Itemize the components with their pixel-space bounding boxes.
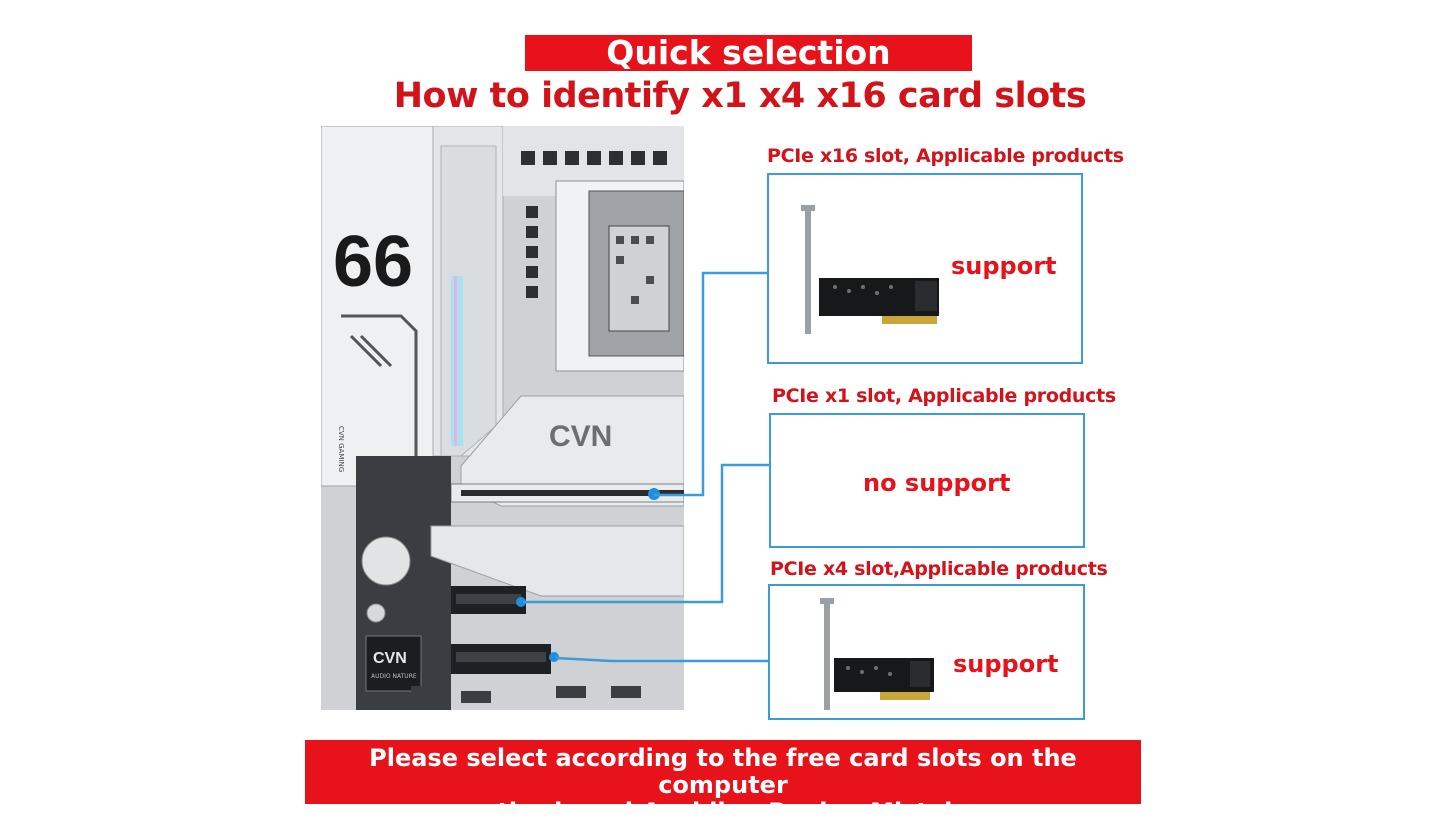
footer-line-2: motherboard,Avoiding Buying Mistakes [455, 798, 991, 826]
nvme-adapter-card-image [820, 598, 934, 710]
slot-x1-status: no support [863, 469, 1011, 497]
slot-x16-status: support [951, 252, 1057, 280]
slot-x16-panel: support [767, 173, 1083, 364]
board-number-mark: 66 [333, 222, 413, 302]
quick-selection-banner: Quick selection [525, 35, 972, 71]
slot-x1-panel: no support [769, 413, 1085, 548]
slot-x1-label: PCIe x1 slot, Applicable products [772, 385, 1116, 407]
heatsink-text: CVN GAMING [337, 426, 345, 472]
slot-x16-label: PCIe x16 slot, Applicable products [767, 145, 1124, 167]
nvme-adapter-card-image [801, 205, 939, 334]
footer-banner: Please select according to the free card… [305, 740, 1141, 826]
motherboard-image: 66 CVN GAMING CVN CVN AUDIO NATURE [321, 126, 684, 710]
slot-x4-panel: support [768, 584, 1085, 720]
page-title: How to identify x1 x4 x16 card slots [393, 76, 1087, 116]
board-logo-main: CVN [549, 420, 612, 453]
slot-x4-label: PCIe x4 slot,Applicable products [770, 558, 1108, 580]
board-logo-audio: CVN [373, 650, 407, 667]
board-logo-audio-sub: AUDIO NATURE [371, 673, 417, 680]
slot-x4-status: support [953, 650, 1059, 678]
footer-line-1: Please select according to the free card… [369, 744, 1077, 799]
